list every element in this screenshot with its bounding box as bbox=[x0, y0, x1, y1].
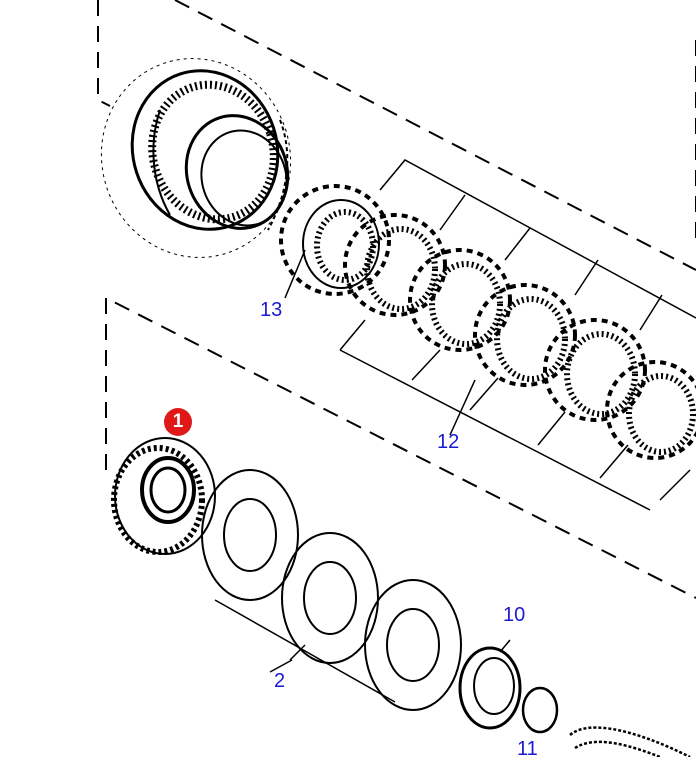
friction-plate-stack bbox=[279, 184, 696, 460]
snap-ring-part-10 bbox=[458, 646, 522, 730]
callout-10: 10 bbox=[503, 604, 526, 626]
clutch-drum bbox=[100, 58, 292, 258]
leader-13 bbox=[284, 249, 306, 299]
callout-11: 11 bbox=[517, 738, 538, 760]
leader-10 bbox=[499, 639, 511, 653]
callout-12: 12 bbox=[437, 431, 460, 453]
circlip-part-11 bbox=[521, 686, 559, 734]
group-12-bracket bbox=[339, 159, 696, 511]
lower-housing-dashed-outline bbox=[105, 296, 696, 599]
group-2-bracket bbox=[214, 599, 396, 703]
callout-2: 2 bbox=[274, 670, 286, 692]
callout-13: 13 bbox=[260, 299, 283, 321]
piston-part-1 bbox=[111, 437, 216, 555]
highlight-badge-1[interactable]: 1 bbox=[164, 408, 192, 436]
shaft-end bbox=[569, 726, 691, 757]
upper-housing-dashed-outline bbox=[97, 0, 696, 271]
disc-group-2 bbox=[201, 469, 462, 711]
